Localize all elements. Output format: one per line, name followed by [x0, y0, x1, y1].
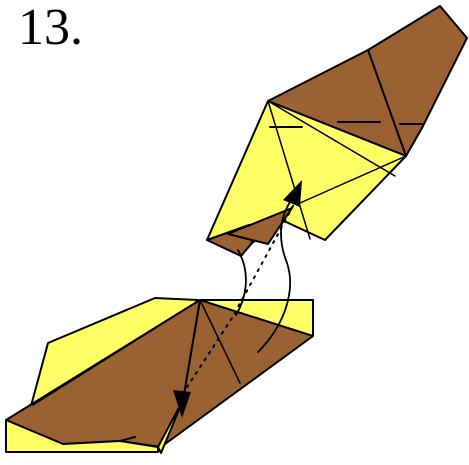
lower-model	[5, 297, 314, 454]
lower-yellow-tip-right	[157, 399, 184, 454]
lower-arrow-icon	[173, 390, 191, 418]
motion-curve-right	[257, 201, 291, 353]
upper-model	[206, 5, 468, 257]
step-number: 13.	[18, 0, 83, 56]
fold-dotted-line	[181, 205, 294, 396]
upper-crease-1	[367, 49, 407, 157]
upper-crease-2	[267, 100, 311, 240]
lower-crease-3	[32, 299, 201, 406]
fold-arrow-icon	[283, 180, 302, 207]
lower-crease-1	[199, 299, 241, 384]
lower-crease-4	[119, 436, 136, 442]
upper-brown-flap-mid	[227, 207, 293, 245]
motion-curve-left	[235, 249, 247, 316]
upper-crease-4	[267, 100, 396, 177]
lower-crease-2	[182, 299, 201, 401]
upper-crease-3	[299, 155, 407, 204]
